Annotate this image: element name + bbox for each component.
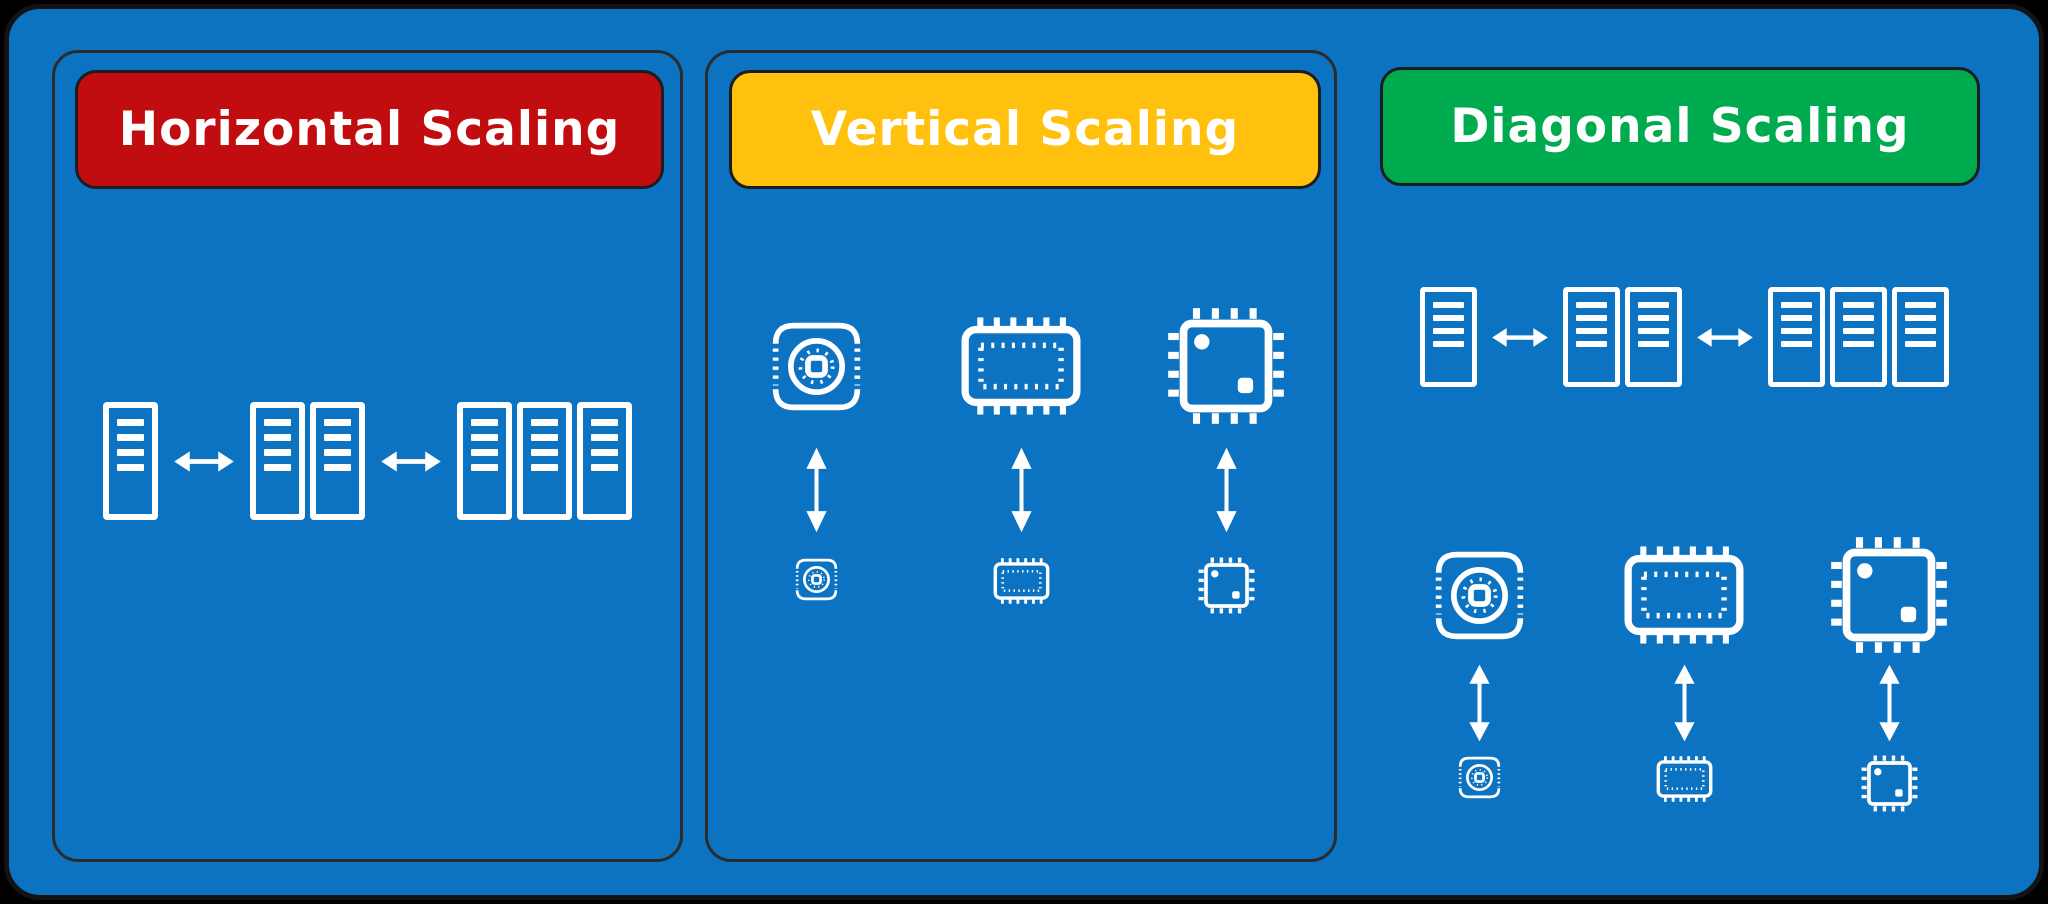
ram-icon	[960, 315, 1082, 417]
server-icon	[1419, 287, 1477, 387]
disk-icon-small	[1457, 755, 1502, 800]
ram-big-slot	[960, 306, 1082, 426]
server-icon	[1624, 287, 1682, 387]
horizontal-scale-arrow-icon	[380, 448, 442, 475]
server-icon	[517, 402, 572, 520]
ram-big-slot	[1623, 535, 1745, 655]
panel-diagonal-scaling: Diagonal Scaling	[1360, 50, 2008, 862]
server-group-2	[1562, 287, 1682, 387]
horizontal-scale-arrow-icon	[1696, 325, 1754, 350]
server-icon	[1767, 287, 1825, 387]
disk-icon	[1432, 548, 1527, 643]
ram-scaling-column	[1614, 535, 1754, 803]
cpu-small-slot	[1861, 755, 1918, 812]
server-icon	[577, 402, 632, 520]
disk-big-slot	[1432, 535, 1527, 655]
disk-scaling-column	[746, 306, 886, 602]
diagonal-scaling-badge: Diagonal Scaling	[1380, 67, 1980, 186]
cpu-small-slot	[1198, 557, 1255, 614]
diagonal-scaling-resources-row	[1360, 535, 2008, 812]
server-group-2	[250, 402, 365, 520]
vertical-scale-arrow-icon	[1876, 663, 1903, 743]
cpu-icon-small	[1861, 755, 1918, 812]
vertical-scale-arrow-icon	[803, 446, 830, 534]
cpu-big-slot	[1830, 535, 1948, 655]
ram-small-slot	[993, 557, 1050, 605]
server-icon	[250, 402, 305, 520]
server-group-3	[1767, 287, 1949, 387]
horizontal-scaling-servers-row	[55, 402, 680, 520]
vertical-scaling-resources-row	[708, 306, 1334, 614]
vertical-scale-arrow-icon	[1213, 446, 1240, 534]
horizontal-scale-arrow-icon	[173, 448, 235, 475]
cpu-icon	[1167, 307, 1285, 425]
server-group-1	[1419, 287, 1477, 387]
cpu-icon-small	[1198, 557, 1255, 614]
disk-icon	[769, 319, 864, 414]
server-group-3	[457, 402, 632, 520]
panel-vertical-scaling: Vertical Scaling	[705, 50, 1337, 862]
server-icon	[310, 402, 365, 520]
ram-icon-small	[993, 557, 1050, 605]
vertical-scaling-badge: Vertical Scaling	[729, 70, 1321, 189]
disk-small-slot	[1457, 755, 1502, 800]
ram-scaling-column	[951, 306, 1091, 605]
disk-scaling-column	[1409, 535, 1549, 800]
disk-icon-small	[794, 557, 839, 602]
server-icon	[1562, 287, 1620, 387]
horizontal-scaling-badge: Horizontal Scaling	[75, 70, 664, 189]
cpu-icon	[1830, 536, 1948, 654]
ram-icon	[1623, 544, 1745, 646]
server-icon	[457, 402, 512, 520]
disk-big-slot	[769, 306, 864, 426]
vertical-scale-arrow-icon	[1466, 663, 1493, 743]
diagonal-scaling-servers-row	[1360, 287, 2008, 387]
server-icon	[103, 402, 158, 520]
vertical-scale-arrow-icon	[1671, 663, 1698, 743]
horizontal-scale-arrow-icon	[1491, 325, 1549, 350]
ram-small-slot	[1656, 755, 1713, 803]
vertical-scale-arrow-icon	[1008, 446, 1035, 534]
ram-icon-small	[1656, 755, 1713, 803]
server-icon	[1829, 287, 1887, 387]
disk-small-slot	[794, 557, 839, 602]
cpu-scaling-column	[1819, 535, 1959, 812]
server-icon	[1891, 287, 1949, 387]
cpu-big-slot	[1167, 306, 1285, 426]
server-group-1	[103, 402, 158, 520]
cpu-scaling-column	[1156, 306, 1296, 614]
panel-horizontal-scaling: Horizontal Scaling	[52, 50, 683, 862]
